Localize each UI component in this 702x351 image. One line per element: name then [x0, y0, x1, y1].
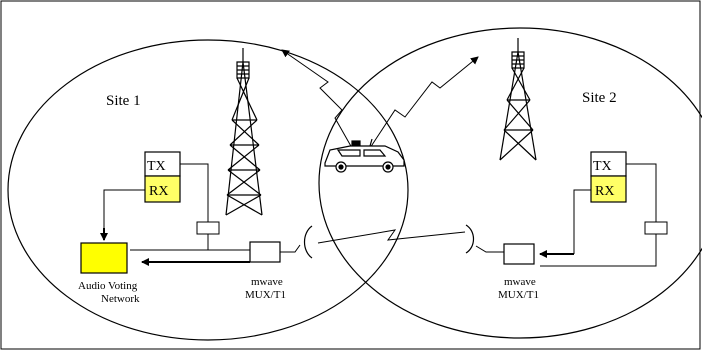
site1-wiring: [103, 163, 250, 251]
site2-tx-box: [590, 151, 627, 177]
site1-coverage-ellipse: [7, 39, 409, 341]
site1-rx-label: RX: [149, 184, 168, 199]
site1-mux-link: [280, 244, 301, 253]
vehicle-icon: [324, 138, 405, 173]
microwave-link: [317, 229, 466, 244]
site2-radio: [590, 151, 627, 203]
site1-tx-box: [144, 151, 181, 177]
site1-mux-label-line1: mwave: [251, 276, 283, 288]
site2-tower-icon: [499, 38, 537, 161]
vehicle-link-site2: [369, 56, 479, 149]
site1-tx-label: TX: [147, 159, 166, 174]
site2-microwave-dish-icon: [465, 224, 475, 254]
site2-coverage-ellipse: [318, 27, 702, 339]
site1-rx-box: [144, 175, 181, 203]
site2-tx-label: TX: [593, 159, 612, 174]
site2-mux-label-line1: mwave: [504, 276, 536, 288]
site2-mux-link: [475, 245, 504, 253]
voting-label-line2: Network: [101, 293, 140, 305]
site1-microwave-dish-icon: [303, 225, 313, 259]
site2-rx-label: RX: [595, 184, 614, 199]
audio-voting-network-box: [80, 242, 128, 274]
voting-label-line1: Audio Voting: [78, 280, 138, 292]
site2-mux-box: [503, 243, 535, 265]
site1-tower-icon: [225, 48, 263, 216]
site1-label: Site 1: [106, 93, 141, 109]
site2-wiring: [540, 163, 668, 267]
vehicle-link-site1: [281, 49, 353, 149]
site1-radio: [144, 151, 181, 203]
site1-mux-label-line2: MUX/T1: [245, 289, 286, 301]
site1-mux-box: [249, 241, 281, 263]
site2-rx-box: [590, 175, 627, 203]
site2-label: Site 2: [582, 90, 617, 106]
site2-mux-label-line2: MUX/T1: [498, 289, 539, 301]
